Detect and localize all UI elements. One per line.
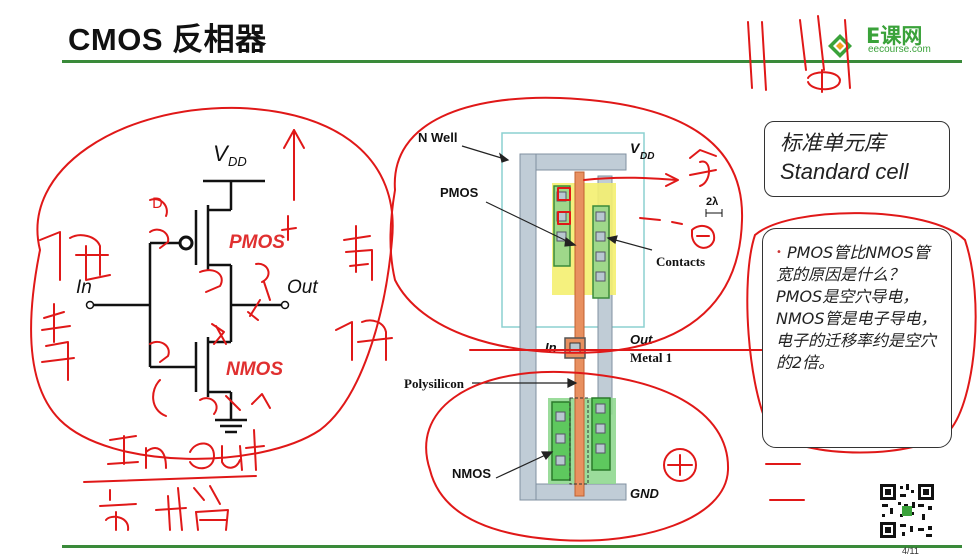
scale-label: 2λ bbox=[706, 196, 718, 208]
standard-cell-title-en: Standard cell bbox=[780, 159, 909, 184]
slide-title: CMOS 反相器 bbox=[68, 22, 267, 57]
out-terminal bbox=[280, 300, 290, 310]
cmos-layout bbox=[461, 132, 723, 501]
note-text: • PMOS管比NMOS管宽的原因是什么？PMOS是空穴导电，NMOS管是电子导… bbox=[776, 242, 944, 374]
title-divider bbox=[62, 60, 962, 63]
schem-out-label: Out bbox=[287, 277, 318, 298]
standard-cell-title-zh: 标准单元库 bbox=[780, 131, 885, 155]
hw-d-pmos: D bbox=[152, 196, 163, 212]
note-box bbox=[762, 228, 952, 448]
polysilicon-gate bbox=[574, 171, 585, 497]
bullet-icon: • bbox=[776, 247, 782, 258]
note-content: PMOS管比NMOS管宽的原因是什么？PMOS是空穴导电，NMOS管是电子导电，… bbox=[776, 243, 937, 372]
logo-text: E课网 bbox=[866, 24, 923, 48]
layout-vdd-label: V bbox=[630, 140, 641, 156]
polysilicon-label: Polysilicon bbox=[404, 376, 465, 391]
page-number: 4/11 bbox=[902, 546, 919, 556]
schem-pmos-label: PMOS bbox=[229, 232, 285, 253]
schem-vdd-sub: DD bbox=[228, 154, 247, 169]
gnd-label: GND bbox=[630, 486, 660, 501]
contacts bbox=[556, 191, 606, 282]
bottom-divider bbox=[62, 545, 962, 548]
logo-subtext: eecourse.com bbox=[868, 44, 931, 55]
metal1-label: Metal 1 bbox=[630, 350, 672, 365]
inverter-schematic bbox=[90, 179, 285, 434]
in-terminal bbox=[85, 300, 95, 310]
layout-nmos-label: NMOS bbox=[452, 466, 491, 481]
contacts-label: Contacts bbox=[656, 254, 705, 269]
schem-in-label: In bbox=[76, 277, 92, 298]
standard-cell-box bbox=[764, 121, 950, 197]
schem-vdd-label: V bbox=[213, 141, 230, 166]
nwell-region bbox=[501, 132, 645, 328]
handwritten-annotations bbox=[30, 15, 977, 542]
schem-nmos-label: NMOS bbox=[226, 359, 283, 380]
layout-pmos-label: PMOS bbox=[440, 185, 479, 200]
qr-code-icon bbox=[878, 482, 936, 540]
layout-vdd-sub: DD bbox=[640, 151, 654, 162]
nwell-label: N Well bbox=[418, 130, 458, 145]
metal-left bbox=[519, 153, 537, 501]
layout-in-label: In bbox=[545, 340, 557, 355]
